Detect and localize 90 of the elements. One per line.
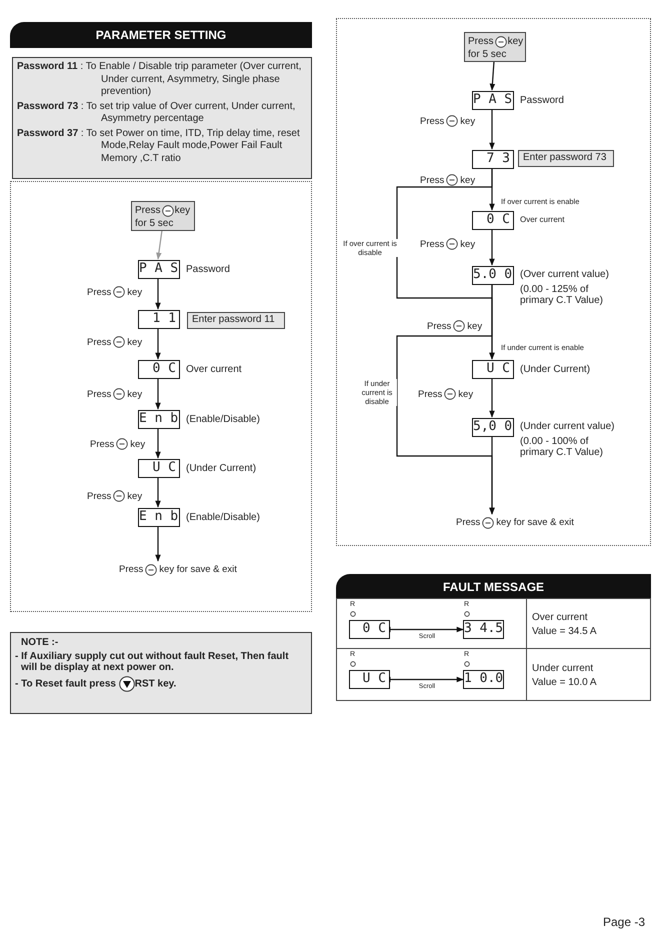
digital-display: P A S: [472, 91, 514, 110]
text-label: Value = 10.0 A: [532, 677, 597, 688]
side-label: (Over current value): [520, 269, 609, 280]
digital-display: 0 C: [472, 211, 514, 230]
side-label: Password: [520, 95, 564, 106]
text-label: Over current: [532, 612, 588, 623]
digital-display: E n b: [138, 508, 180, 527]
text-label: key: [467, 320, 482, 332]
edge-label: Press: [418, 388, 442, 400]
info-panel: [12, 57, 312, 179]
side-label: Password: [186, 264, 230, 275]
text-label: Press: [420, 174, 444, 186]
arrow: [155, 278, 161, 310]
edge-label: key: [460, 116, 476, 126]
note-text: RST key.: [134, 678, 176, 690]
side-label: (Enable/Disable): [186, 512, 260, 523]
edge-label: Press: [87, 336, 112, 348]
edge-label: key: [127, 286, 142, 298]
note-heading: NOTE :-: [20, 637, 60, 648]
edge-label: Press: [87, 286, 112, 298]
box-text: Press: [135, 204, 161, 217]
arrow: [155, 428, 161, 459]
digital-display: 7 3: [472, 150, 514, 169]
digital-display: 1 1: [138, 310, 180, 329]
arrow: [489, 109, 495, 150]
box-text: for 5 sec: [135, 217, 174, 230]
arrow: [490, 60, 496, 91]
box-text: key: [174, 204, 190, 217]
side-label: Over current: [520, 215, 564, 224]
section-heading-band: PARAMETER SETTING: [10, 22, 312, 48]
digital-display: 0 C: [138, 360, 180, 379]
digital-display: U C: [138, 459, 180, 478]
side-label: (Under Current): [186, 463, 256, 474]
note-panel: [10, 632, 312, 714]
digital-display: 5.0 0: [472, 266, 514, 285]
text-label: Page -3: [603, 915, 646, 929]
edge-label: key: [460, 238, 476, 250]
edge-label: Press: [420, 116, 444, 126]
end-text: key for save & exit: [496, 517, 574, 528]
start-box: [131, 201, 195, 231]
arrow: [489, 229, 495, 266]
box-text: key: [508, 35, 524, 48]
end-text: key for save & exit: [159, 564, 237, 575]
end-text: Press: [456, 517, 480, 528]
password-note-box: Enter password 73: [518, 150, 614, 167]
edge-label: key: [130, 438, 146, 450]
arrow: [489, 436, 495, 515]
edge-label: key: [127, 336, 142, 348]
note-text: - To Reset fault press: [15, 678, 117, 690]
side-label: (0.00 - 125% of primary C.T Value): [520, 284, 604, 306]
digital-display: 0 C: [349, 620, 390, 639]
text-label: key: [460, 174, 476, 186]
text-label: Value = 34.5 A: [532, 626, 597, 637]
arrow: [155, 477, 161, 508]
edge-label: Press: [87, 388, 112, 400]
digital-display: 1 0.0: [463, 670, 504, 689]
end-text: Press: [119, 564, 144, 575]
edge-label: key: [127, 388, 142, 400]
info-text: Password 73 : To set trip value of Over current, Under current, Asymmetry percentage: [17, 100, 296, 126]
arrow: [489, 378, 495, 418]
side-label: (Enable/Disable): [186, 414, 260, 425]
digital-display: E n b: [138, 410, 180, 429]
digital-display: U C: [472, 360, 514, 379]
edge-label: Press: [420, 238, 444, 250]
start-box: [464, 32, 526, 62]
password-note-box: Enter password 11: [187, 312, 285, 329]
digital-display: 5,0 0: [472, 418, 514, 437]
side-label: (Under Current): [520, 364, 590, 375]
section-heading-band: FAULT MESSAGE: [336, 574, 651, 598]
digital-display: U C: [349, 670, 390, 689]
edge-label: Press: [87, 490, 112, 502]
note-text: - If Auxiliary supply cut out without fault Reset, Then fault will be display at next power on.: [15, 651, 290, 673]
digital-display: 3 4.5: [463, 620, 504, 639]
edge-label: key: [458, 388, 474, 400]
arrow: [155, 378, 161, 410]
info-text: Password 37 : To set Power on time, ITD, Trip delay time, reset Mode,Relay Fault mode,Power Fail Fault Memory ,C.T ratio: [17, 128, 301, 165]
side-label: (Under current value): [520, 421, 614, 432]
box-text: for 5 sec: [468, 48, 508, 61]
box-text: Press: [468, 35, 494, 48]
arrow: [155, 526, 161, 562]
digital-display: P A S: [138, 260, 180, 279]
text-label: Under current: [532, 663, 594, 674]
info-text: Password 11 : To Enable / Disable trip parameter (Over current, Under current, Asymmetry, Single phase prevention): [17, 61, 302, 98]
text-label: Press: [427, 320, 452, 332]
edge-label: key: [127, 490, 142, 502]
side-label: Over current: [186, 364, 242, 375]
edge-label: Press: [90, 438, 114, 450]
arrow: [155, 328, 161, 360]
arrow: [156, 230, 163, 260]
side-label: (0.00 - 100% of primary C.T Value): [520, 436, 604, 458]
